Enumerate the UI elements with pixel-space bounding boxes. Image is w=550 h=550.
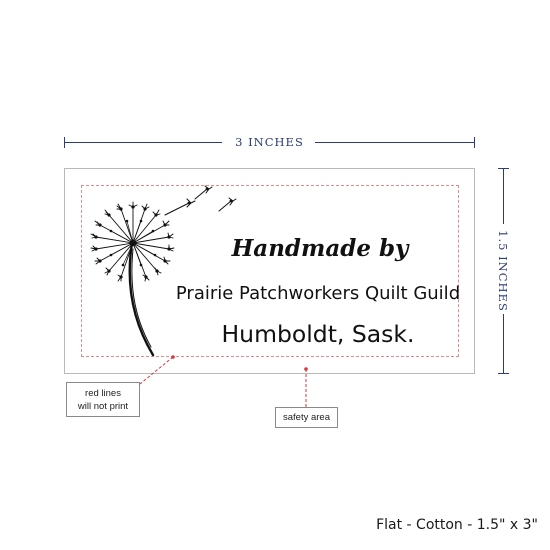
label-preview: Handmade by Prairie Patchworkers Quilt G…: [64, 168, 475, 374]
red-lines-note-text: red lines will not print: [77, 388, 129, 412]
width-dimension-end-cap: [474, 137, 475, 148]
height-dimension-bottom-cap: [498, 373, 509, 374]
product-info-text: Flat - Cotton - 1.5" x 3": [376, 517, 538, 533]
red-lines-note: red lines will not print: [66, 382, 140, 417]
width-dimension-line-left: [64, 142, 222, 143]
safety-area-note-text: safety area: [283, 412, 330, 423]
red-lines-leader: [139, 356, 174, 385]
width-dimension: 3 INCHES: [64, 134, 475, 150]
safety-area-leader-dot: [304, 367, 308, 371]
width-dimension-label: 3 INCHES: [235, 135, 304, 149]
height-dimension: 1.5 INCHES: [495, 168, 511, 374]
dandelion-icon: [90, 185, 237, 357]
red-lines-leader-dot: [171, 355, 175, 359]
label-line-location: Humboldt, Sask.: [221, 320, 415, 348]
width-dimension-line-right: [315, 142, 475, 143]
label-line-guild-name: Prairie Patchworkers Quilt Guild: [175, 283, 461, 304]
label-line-handmade-by: Handmade by: [231, 235, 409, 262]
safety-area-note: safety area: [275, 407, 338, 428]
height-dimension-line-top: [503, 168, 504, 224]
height-dimension-line-bottom: [503, 314, 504, 374]
safety-area-outline: [81, 185, 459, 357]
